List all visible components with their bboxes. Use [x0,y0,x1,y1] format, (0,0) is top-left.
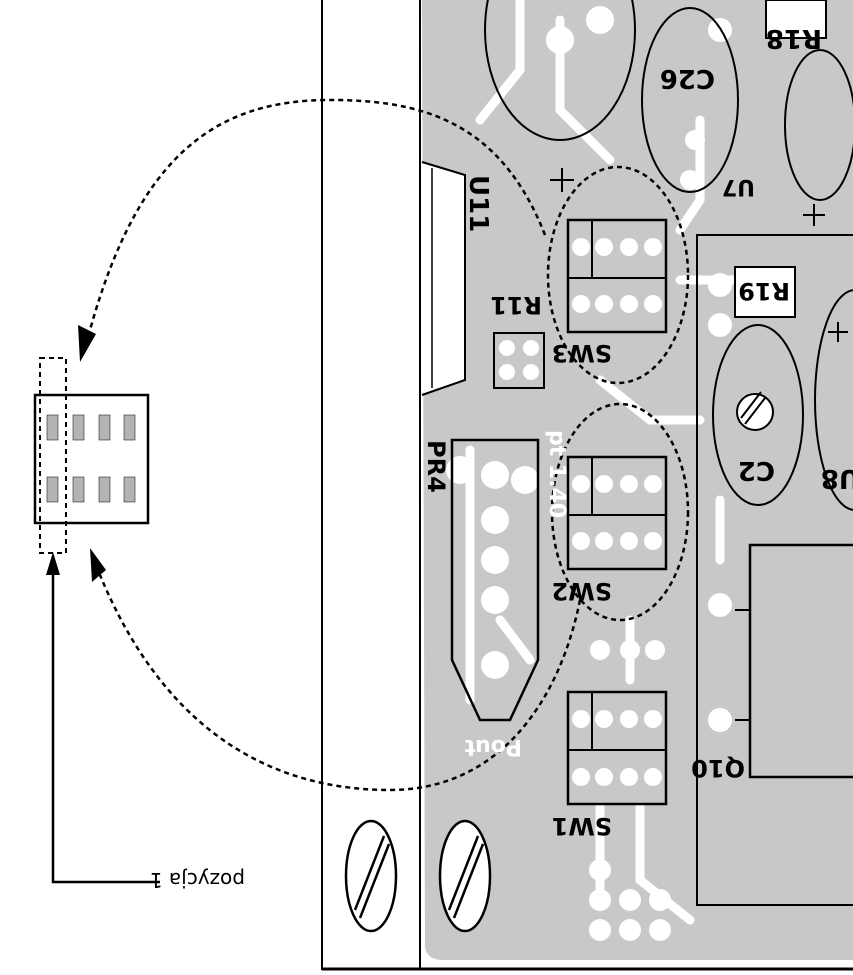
r11-pad-4 [523,364,539,380]
label-c26: C26 [660,63,715,93]
sw2-body [566,455,668,571]
u8-outline [814,289,853,511]
q10-body [748,543,853,779]
label-c2: C2 [738,455,775,485]
label-sw3: SW3 [552,339,612,367]
label-pozycja: pozycja 1 [150,868,245,892]
r11-pad-2 [523,340,539,356]
arrow-from-sw3 [88,98,547,331]
label-pr4: PR4 [422,440,450,493]
label-pout: Pout [464,734,522,759]
u7-outline [784,49,853,201]
sw3-body [566,218,668,334]
label-r19: R19 [738,277,790,305]
right-block-outline [696,234,853,906]
r19-box [734,266,796,318]
big-capacitor-outline [484,0,636,141]
r11-box [493,332,545,389]
u11-body [421,161,466,396]
sw2-pin1-marker [567,456,593,516]
sw1-pads [572,710,662,786]
r11-pad-1 [499,340,515,356]
sw1-pin1-marker [567,691,593,751]
label-u8: U8 [821,463,853,493]
label-q10: Q10 [691,754,745,782]
r18-box [765,0,827,39]
c2-screw-slot-1 [744,397,766,425]
sw2-highlight-circle [550,402,690,622]
arrow-from-sw3-head [78,325,96,362]
label-sw1: SW1 [552,812,612,840]
position-leader-arrowhead [46,552,60,575]
c2-screw-slot-2 [740,391,762,419]
c26-outline [641,7,739,193]
label-silk: pt 1.40 [544,430,569,518]
mounting-screw-right [438,819,492,933]
label-r18: R18 [766,23,822,53]
zoom-switch-body [33,393,150,525]
zoom-switch-pins [46,414,136,503]
label-sw2: SW2 [552,577,612,605]
arrow-from-sw2 [98,574,582,792]
label-r11: R11 [490,291,542,319]
arrow-from-sw2-head [90,548,106,582]
sw2-pads [572,475,662,550]
mounting-screw-left [344,819,398,933]
pr4-outline [450,438,540,722]
sw3-pin1-marker [567,219,593,279]
position-leader-line [51,565,160,884]
sw3-pads [572,238,662,313]
sw3-highlight-circle [546,165,690,385]
sw1-body [566,690,668,806]
label-u7: U7 [722,174,755,199]
label-u11: U11 [463,175,493,232]
r11-pad-3 [499,364,515,380]
